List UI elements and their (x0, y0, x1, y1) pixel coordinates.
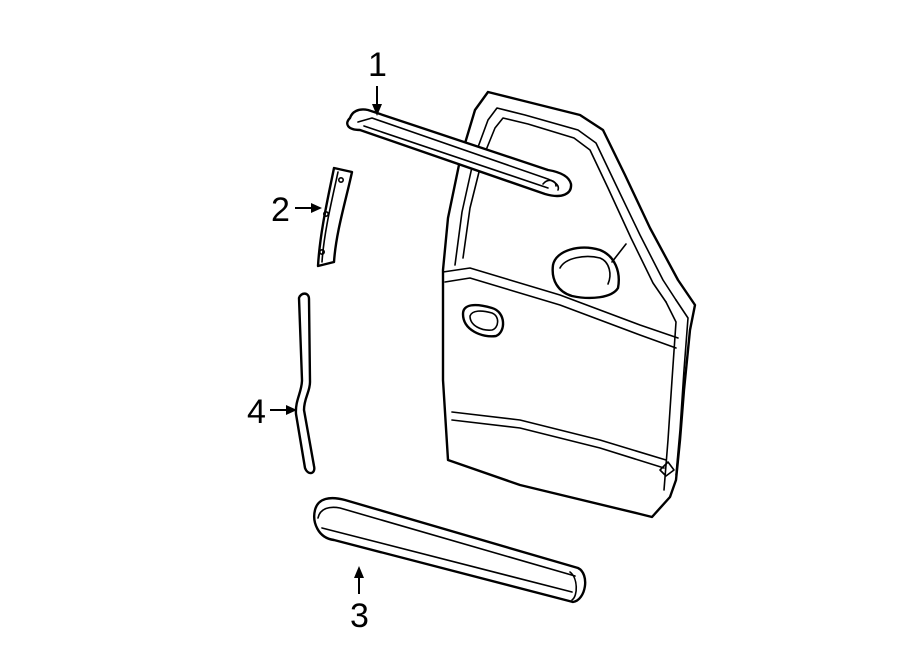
part-3-lower-molding (313, 496, 587, 604)
callout-3: 3 (350, 566, 369, 635)
callout-4: 4 (247, 393, 297, 431)
part-2-pillar-applique (316, 166, 354, 268)
callout-3-arrowhead (354, 566, 364, 578)
part-1-upper-molding (346, 108, 573, 198)
callout-1: 1 (368, 46, 387, 116)
callout-4-arrowhead (286, 405, 297, 415)
callout-1-arrowhead (372, 104, 382, 116)
callout-2-arrowhead (311, 203, 322, 213)
part-4-weatherstrip (294, 292, 316, 475)
callout-3-label: 3 (350, 597, 369, 635)
callout-4-label: 4 (247, 393, 266, 431)
callout-2: 2 (271, 191, 322, 229)
callout-2-label: 2 (271, 191, 290, 229)
front-door-shell (441, 90, 697, 519)
callout-1-label: 1 (368, 46, 387, 84)
